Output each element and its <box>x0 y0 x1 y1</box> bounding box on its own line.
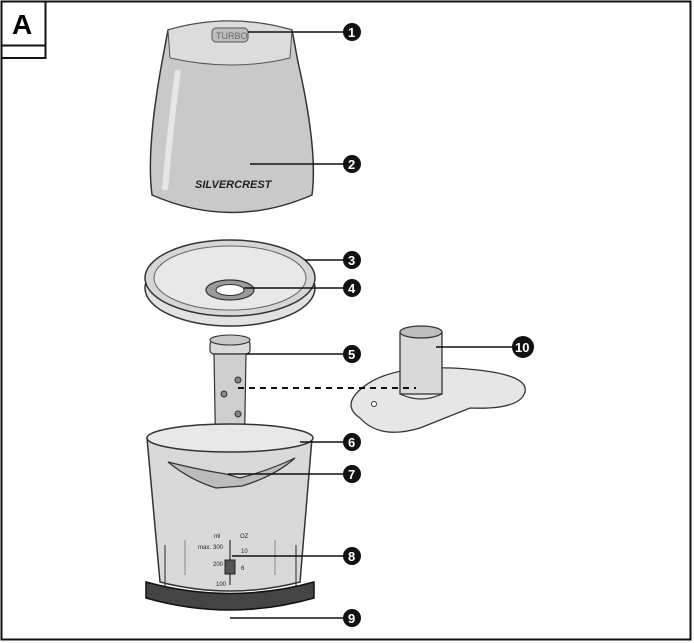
callout-7: 7 <box>343 465 361 483</box>
figure-tag-box: A <box>0 0 47 59</box>
callout-5: 5 <box>343 345 361 363</box>
callout-2: 2 <box>343 155 361 173</box>
callout-8: 8 <box>343 547 361 565</box>
container-lid <box>144 239 316 327</box>
svg-text:4: 4 <box>348 281 356 296</box>
motor-housing: TURBO SILVERCREST <box>149 20 315 214</box>
blade-holder <box>350 325 526 433</box>
scale-oz-6: 6 <box>241 566 245 572</box>
svg-text:2: 2 <box>348 157 355 172</box>
callout-1: 1 <box>343 23 361 41</box>
svg-text:1: 1 <box>348 25 355 40</box>
callout-3: 3 <box>343 251 361 269</box>
callout-markers: 1 2 3 4 5 6 7 8 9 10 <box>343 23 534 627</box>
scale-ml-100: 100 <box>216 582 227 588</box>
callout-6: 6 <box>343 433 361 451</box>
callout-10: 10 <box>512 336 534 358</box>
scale-unit-ml: ml <box>214 534 220 540</box>
mixing-bowl: ml OZ max. 300 200 100 10 6 <box>145 423 315 611</box>
chopping-blade <box>167 457 296 489</box>
scale-ml-300: 300 <box>213 545 224 551</box>
brand-label: SILVERCREST <box>195 179 273 191</box>
callout-9: 9 <box>343 609 361 627</box>
measuring-scale: ml OZ max. 300 200 100 10 6 <box>198 534 249 588</box>
anti-slip-base <box>145 581 315 611</box>
scale-max-label: max. <box>198 545 211 551</box>
scale-ml-200: 200 <box>213 562 224 568</box>
svg-text:3: 3 <box>348 253 355 268</box>
svg-text:8: 8 <box>348 549 355 564</box>
callout-lines <box>228 31 512 619</box>
figure-tag: A <box>12 9 32 40</box>
turbo-button-label: TURBO <box>216 31 248 41</box>
svg-text:10: 10 <box>515 340 529 355</box>
svg-text:9: 9 <box>348 611 355 626</box>
scale-unit-oz: OZ <box>240 534 249 540</box>
callout-4: 4 <box>343 279 361 297</box>
turbo-button[interactable]: TURBO <box>211 27 249 43</box>
scale-oz-10: 10 <box>241 549 248 555</box>
svg-text:6: 6 <box>348 435 355 450</box>
svg-text:5: 5 <box>348 347 355 362</box>
svg-text:7: 7 <box>348 467 355 482</box>
